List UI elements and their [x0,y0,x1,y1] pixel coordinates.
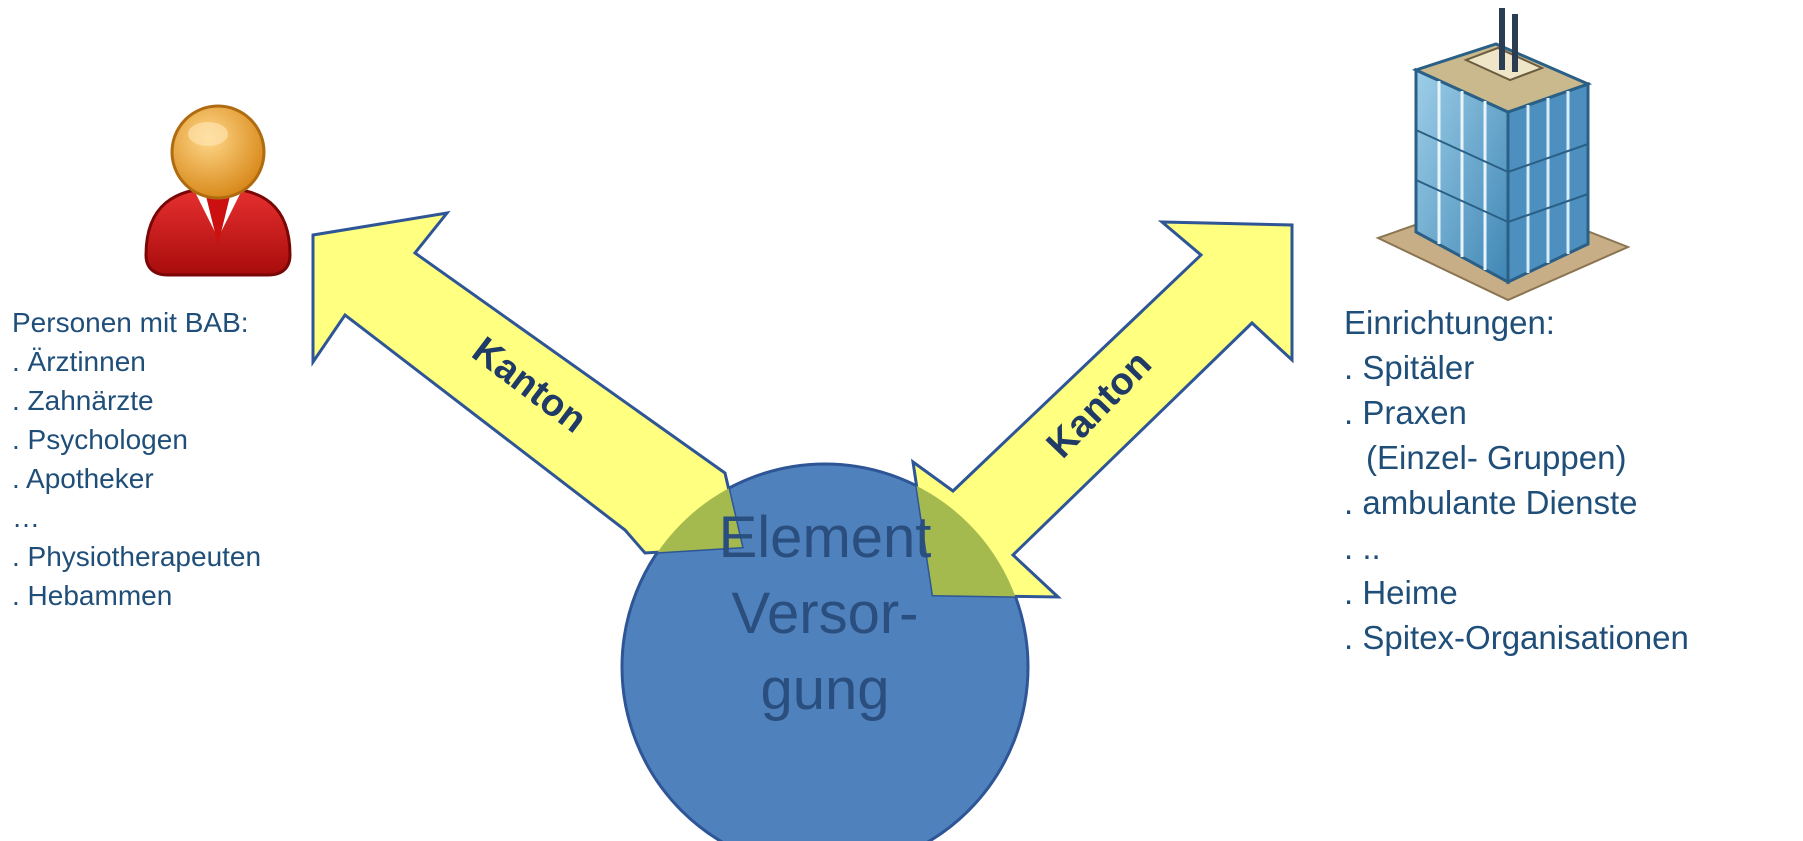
list-item: . Zahnärzte [12,385,154,416]
list-item: . Apotheker [12,463,154,494]
list-item: . Psychologen [12,424,188,455]
list-item: … [12,502,40,533]
center-label-line1: Element [719,505,932,570]
left-list-title: Personen mit BAB: [12,307,249,338]
list-item: . Spitäler [1344,349,1475,386]
right-list-title: Einrichtungen: [1344,304,1555,341]
left-list: Personen mit BAB: . Ärztinnen . Zahnärzt… [12,303,261,615]
list-item: (Einzel- Gruppen) [1366,439,1627,476]
list-item: . .. [1344,529,1381,566]
list-item: . Heime [1344,574,1458,611]
list-item: . ambulante Dienste [1344,484,1638,521]
center-label-line2: Versor- [732,581,919,646]
right-list: Einrichtungen: . Spitäler . Praxen (Einz… [1344,300,1689,660]
person-icon [144,104,292,277]
list-item: . Ärztinnen [12,346,146,377]
list-item: . Spitex-Organisationen [1344,619,1689,656]
office-building-icon [1375,8,1631,302]
list-item: . Physiotherapeuten [12,541,262,572]
list-item: . Hebammen [12,580,173,611]
center-label-line3: gung [760,657,889,722]
list-item: . Praxen [1344,394,1467,431]
